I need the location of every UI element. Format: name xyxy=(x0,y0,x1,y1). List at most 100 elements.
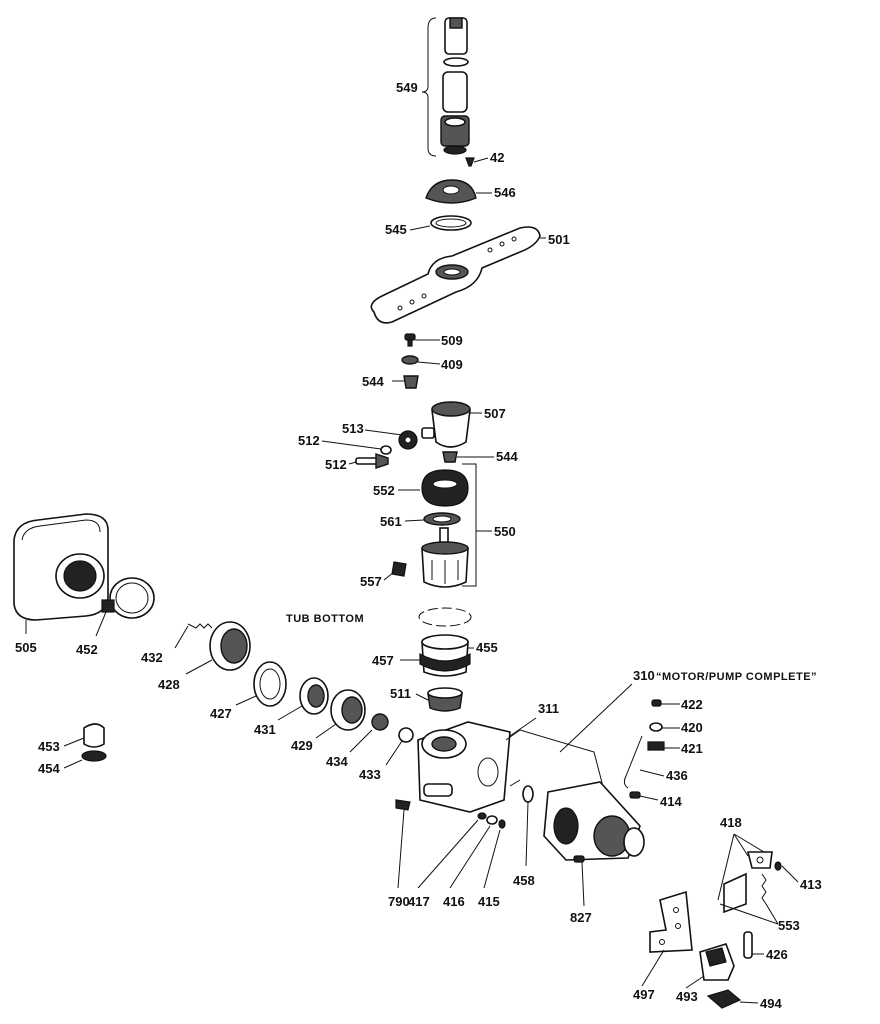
part-458-washer xyxy=(509,779,534,867)
part-label-p549: 549 xyxy=(396,80,418,95)
part-413-screw xyxy=(774,861,799,883)
part-label-p310: 310 xyxy=(633,668,655,683)
part-label-p433: 433 xyxy=(359,767,381,782)
part-label-p512b: 512 xyxy=(325,457,347,472)
part-433-cap xyxy=(385,727,414,766)
part-452-band-clamp xyxy=(95,577,155,637)
part-number-labels: 549 42 546 545 501 509 409 544 507 513 512 512 544 55… xyxy=(15,80,822,1011)
part-label-p790: 790 xyxy=(388,894,410,909)
part-label-p552: 552 xyxy=(373,483,395,498)
part-553-spring xyxy=(719,873,779,925)
part-label-p427: 427 xyxy=(210,706,232,721)
part-label-p561: 561 xyxy=(380,514,402,529)
part-label-p544b: 544 xyxy=(496,449,518,464)
part-label-p42: 42 xyxy=(490,150,504,165)
tub-bottom-caption: TUB BOTTOM xyxy=(286,613,364,625)
part-label-p416: 416 xyxy=(443,894,465,909)
part-label-p311: 311 xyxy=(538,701,559,716)
part-827-motor xyxy=(543,781,645,907)
part-549-tube-assembly xyxy=(421,17,470,157)
part-label-p409: 409 xyxy=(441,357,463,372)
part-436-spring xyxy=(623,735,665,789)
part-494-clip xyxy=(706,989,759,1009)
part-457-clamp xyxy=(400,652,471,672)
part-label-p512a: 512 xyxy=(298,433,320,448)
part-label-p545: 545 xyxy=(385,222,407,237)
part-414-screw xyxy=(629,791,659,801)
part-label-p453: 453 xyxy=(38,739,60,754)
part-790-clip xyxy=(395,799,411,889)
part-label-p497: 497 xyxy=(633,987,655,1002)
part-label-p507: 507 xyxy=(484,406,506,421)
part-label-p457: 457 xyxy=(372,653,394,668)
part-417-washer xyxy=(417,812,487,889)
part-429-impeller xyxy=(315,689,366,739)
part-454-hose-clamp xyxy=(63,750,107,769)
part-416-washer xyxy=(449,815,498,889)
part-label-p452: 452 xyxy=(76,642,98,657)
part-label-p494: 494 xyxy=(760,996,782,1011)
part-label-p513: 513 xyxy=(342,421,364,436)
part-509-screw xyxy=(404,333,440,347)
part-428-strainer xyxy=(185,621,251,675)
part-311-pump-housing xyxy=(417,717,537,813)
part-label-p511: 511 xyxy=(390,686,411,701)
part-453-hose-cap xyxy=(63,723,105,748)
part-561-washer xyxy=(404,512,461,526)
part-label-p432: 432 xyxy=(141,650,163,665)
part-544-nut-lower xyxy=(442,451,494,463)
part-545-ring xyxy=(409,215,472,231)
part-label-p546: 546 xyxy=(494,185,516,200)
part-label-p509: 509 xyxy=(441,333,463,348)
part-label-p418: 418 xyxy=(720,815,742,830)
part-label-p436: 436 xyxy=(666,768,688,783)
part-557-clip xyxy=(383,561,407,581)
part-label-p458: 458 xyxy=(513,873,535,888)
part-label-p434: 434 xyxy=(326,754,348,769)
part-label-p493: 493 xyxy=(676,989,698,1004)
part-label-p421: 421 xyxy=(681,741,703,756)
part-label-p553: 553 xyxy=(778,918,800,933)
part-label-p455: 455 xyxy=(476,640,498,655)
part-label-p501: 501 xyxy=(548,232,570,247)
part-501-spray-arm xyxy=(370,226,546,324)
part-512-washer xyxy=(321,440,392,455)
part-310-motor-pump-bracket xyxy=(505,683,633,799)
part-511-seal xyxy=(415,687,463,712)
part-432-spring xyxy=(174,623,213,649)
part-label-p429: 429 xyxy=(291,738,313,753)
part-493-bracket xyxy=(685,943,735,989)
part-42-screw xyxy=(465,157,489,167)
part-label-p431: 431 xyxy=(254,722,276,737)
motor-pump-complete-caption: “MOTOR/PUMP COMPLETE” xyxy=(656,671,817,683)
part-546-cap xyxy=(425,179,492,204)
part-418-bracket xyxy=(717,833,773,914)
part-431-disc xyxy=(277,677,329,721)
part-label-p557: 557 xyxy=(360,574,382,589)
part-label-p505: 505 xyxy=(15,640,37,655)
part-544-nut-upper xyxy=(392,375,419,389)
part-label-p422: 422 xyxy=(681,697,703,712)
part-label-p426: 426 xyxy=(766,947,788,962)
part-label-p417: 417 xyxy=(408,894,430,909)
part-512-pin xyxy=(348,453,389,469)
part-label-p413: 413 xyxy=(800,877,822,892)
part-label-p827: 827 xyxy=(570,910,592,925)
part-415-nut xyxy=(483,819,506,889)
part-label-p415: 415 xyxy=(478,894,500,909)
part-label-p414: 414 xyxy=(660,794,682,809)
part-507-hub xyxy=(421,401,482,448)
part-label-p550: 550 xyxy=(494,524,516,539)
part-421-clip xyxy=(647,741,680,751)
part-427-ring xyxy=(235,661,287,707)
part-420-washer xyxy=(649,722,680,732)
part-label-p454: 454 xyxy=(38,761,60,776)
part-513-small-gear xyxy=(364,429,418,450)
part-505-sump xyxy=(13,513,109,634)
part-552-large-gear xyxy=(398,469,469,507)
part-label-p544a: 544 xyxy=(362,374,384,389)
part-497-mounting-bracket xyxy=(641,890,693,987)
part-409-washer xyxy=(401,355,441,365)
part-label-p428: 428 xyxy=(158,677,180,692)
